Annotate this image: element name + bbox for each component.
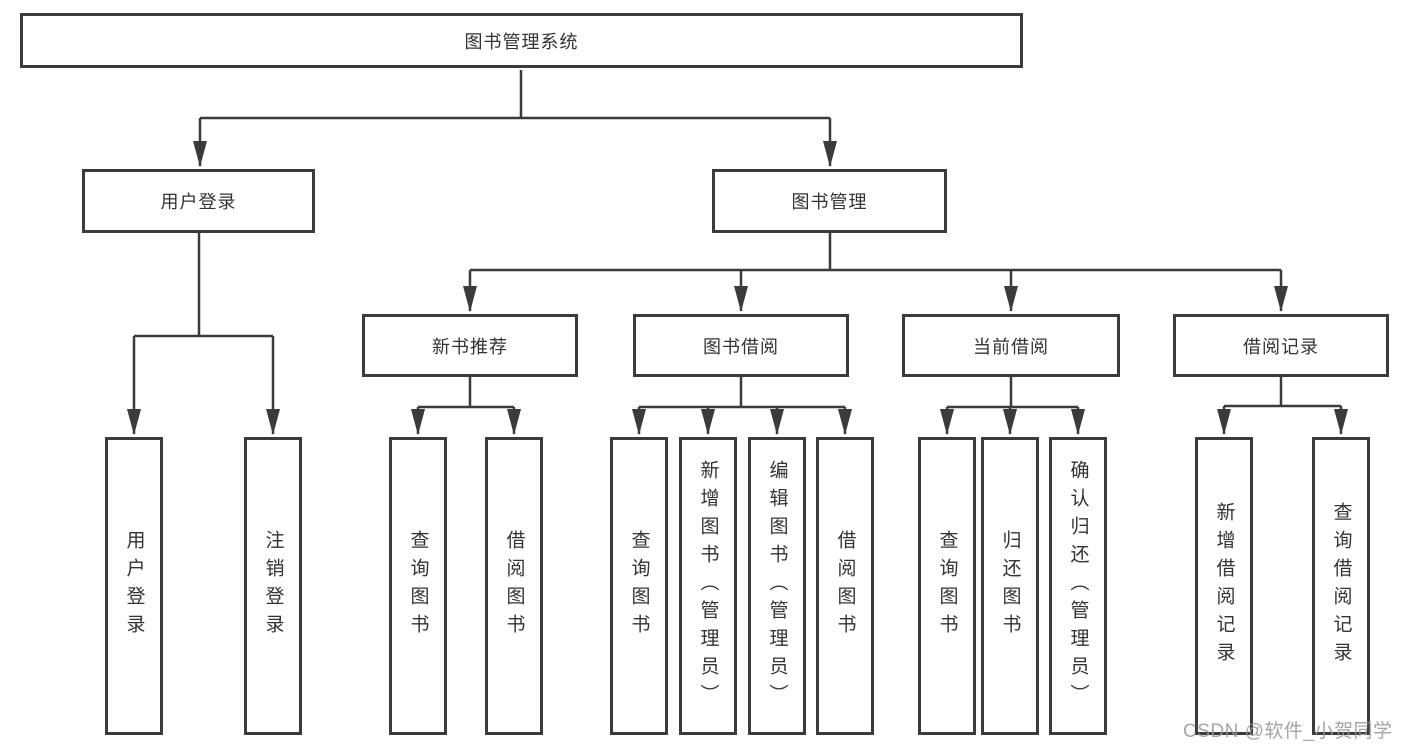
node-label: 查询借阅记录	[1330, 502, 1352, 670]
leaf-bb-query-books: 查询图书	[610, 437, 668, 735]
node-label: 图书管理	[791, 192, 868, 212]
node-label: 借阅记录	[1243, 336, 1319, 357]
leaf-nbr-borrow-books: 借阅图书	[485, 437, 543, 735]
node-new-book-recommendation: 新书推荐	[362, 314, 578, 377]
leaf-bb-edit-books-admin: 编辑图书（管理员）	[748, 437, 806, 735]
node-label: 查询图书	[407, 530, 429, 642]
leaf-logout: 注销登录	[244, 437, 302, 735]
node-label: 用户登录	[160, 192, 237, 212]
node-label: 新增借阅记录	[1213, 502, 1235, 670]
node-label: 归还图书	[999, 530, 1021, 642]
node-label: 当前借阅	[973, 336, 1049, 357]
node-label: 新书推荐	[432, 336, 508, 357]
leaf-cb-confirm-return-admin: 确认归还（管理员）	[1049, 437, 1107, 735]
leaf-user-login: 用户登录	[105, 437, 163, 735]
leaf-cb-return-books: 归还图书	[981, 437, 1039, 735]
node-label: 借阅图书	[834, 530, 856, 642]
node-label: 注销登录	[262, 530, 284, 642]
node-label: 查询图书	[628, 530, 650, 642]
leaf-nbr-query-books: 查询图书	[389, 437, 447, 735]
csdn-watermark: CSDN @软件_小贺同学	[1183, 721, 1393, 742]
node-book-management: 图书管理	[712, 169, 947, 233]
leaf-bb-borrow-books: 借阅图书	[816, 437, 874, 735]
leaf-bb-add-books-admin: 新增图书（管理员）	[679, 437, 737, 735]
node-current-borrowing: 当前借阅	[902, 314, 1120, 377]
node-label: 用户登录	[123, 530, 145, 642]
node-label: 查询图书	[936, 530, 958, 642]
node-label: 确认归还（管理员）	[1067, 460, 1089, 712]
node-library-management-system: 图书管理系统	[20, 13, 1023, 68]
leaf-br-query-record: 查询借阅记录	[1312, 437, 1370, 735]
node-label: 编辑图书（管理员）	[766, 460, 788, 712]
node-label: 新增图书（管理员）	[697, 460, 719, 712]
node-label: 图书管理系统	[464, 31, 579, 52]
leaf-cb-query-books: 查询图书	[918, 437, 976, 735]
node-user-login-group: 用户登录	[82, 169, 315, 233]
leaf-br-add-record: 新增借阅记录	[1195, 437, 1253, 735]
node-label: 图书借阅	[703, 336, 779, 357]
node-label: 借阅图书	[503, 530, 525, 642]
node-book-borrowing: 图书借阅	[633, 314, 849, 377]
node-borrowing-records: 借阅记录	[1173, 314, 1389, 377]
